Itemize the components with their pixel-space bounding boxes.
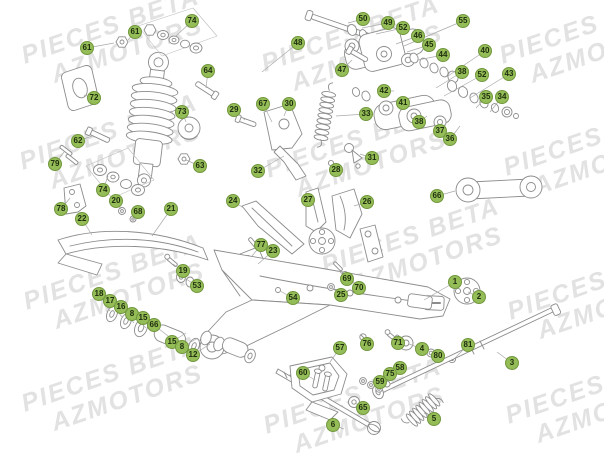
part-callout-74: 74 [185,14,199,28]
part-callout-74: 74 [96,183,110,197]
part-callout-60: 60 [296,366,310,380]
bracket-drawing [359,224,384,263]
part-callout-1: 1 [448,275,462,289]
part-callout-20: 20 [109,194,123,208]
screws-drawing [59,144,79,165]
shock-absorber-drawing [125,51,179,188]
part-callout-38: 38 [455,65,469,79]
part-callout-22: 22 [75,212,89,226]
part-callout-29: 29 [227,103,241,117]
part-callout-42: 42 [377,84,391,98]
part-callout-73: 73 [175,105,189,119]
part-callout-4: 4 [415,342,429,356]
part-callout-61: 61 [128,25,142,39]
part-callout-52: 52 [475,68,489,82]
part-callout-48: 48 [291,36,305,50]
part-callout-50: 50 [356,12,370,26]
part-callout-27: 27 [301,193,315,207]
part-callout-35: 35 [479,90,493,104]
bushing-kit-top-drawing [137,7,218,57]
part-callout-41: 41 [396,96,410,110]
part-callout-65: 65 [356,401,370,415]
part-callout-33: 33 [359,107,373,121]
suspension-link-drawing [455,175,543,203]
part-callout-76: 76 [360,337,374,351]
part-callout-66: 66 [147,318,161,332]
part-callout-31: 31 [365,151,379,165]
part-callout-23: 23 [266,244,280,258]
hub-disc-drawing [308,227,336,255]
part-callout-40: 40 [478,44,492,58]
part-callout-19: 19 [176,264,190,278]
part-callout-62: 62 [71,134,85,148]
part-callout-70: 70 [352,281,366,295]
part-callout-34: 34 [495,90,509,104]
part-callout-5: 5 [427,412,441,426]
part-callout-80: 80 [431,349,445,363]
spring-drawing [400,393,444,427]
part-callout-54: 54 [286,291,300,305]
part-callout-30: 30 [282,97,296,111]
part-callout-53: 53 [190,279,204,293]
bump-rubber-drawing [177,116,201,140]
part-callout-68: 68 [131,205,145,219]
part-callout-25: 25 [334,288,348,302]
part-callout-79: 79 [48,157,62,171]
part-callout-55: 55 [456,14,470,28]
part-callout-63: 63 [193,159,207,173]
pin-drawing [344,143,363,169]
part-callout-24: 24 [226,194,240,208]
part-callout-21: 21 [164,202,178,216]
part-callout-6: 6 [326,418,340,432]
part-callout-32: 32 [251,164,265,178]
part-callout-59: 59 [373,375,387,389]
chain-slider-front-drawing [241,200,305,255]
part-callout-44: 44 [436,48,450,62]
spring-drawing [313,82,337,148]
part-callout-57: 57 [333,341,347,355]
part-callout-28: 28 [329,163,343,177]
part-callout-3: 3 [505,356,519,370]
part-callout-45: 45 [422,38,436,52]
nut-drawing [115,36,129,48]
part-callout-38: 38 [412,115,426,129]
chain-slider-drawing [57,230,209,276]
part-callout-64: 64 [201,64,215,78]
bolt-drawing [84,126,111,143]
part-callout-67: 67 [256,97,270,111]
part-callout-52: 52 [396,21,410,35]
part-callout-66: 66 [430,189,444,203]
part-callout-72: 72 [87,91,101,105]
part-callout-49: 49 [381,16,395,30]
part-callout-61: 61 [80,41,94,55]
part-callout-36: 36 [443,132,457,146]
part-callout-81: 81 [461,338,475,352]
part-callout-26: 26 [360,195,374,209]
part-callout-71: 71 [391,336,405,350]
part-callout-2: 2 [472,290,486,304]
part-callout-47: 47 [335,63,349,77]
part-callout-12: 12 [186,348,200,362]
part-callout-43: 43 [502,67,516,81]
part-callout-78: 78 [54,202,68,216]
